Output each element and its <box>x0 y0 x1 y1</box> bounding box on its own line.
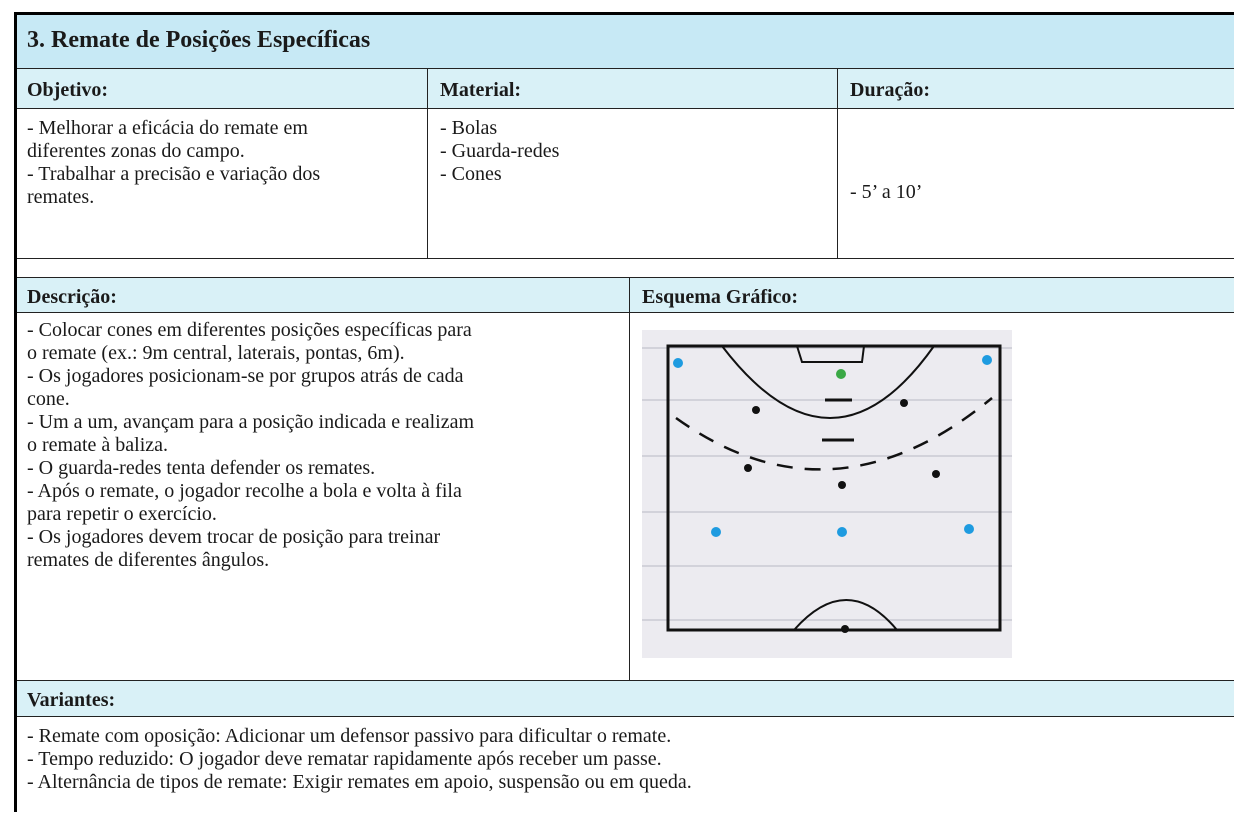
objetivo-line: diferentes zonas do campo. <box>27 140 245 162</box>
variante-line: - Remate com oposição: Adicionar um defe… <box>27 725 672 747</box>
descricao-label: Descrição: <box>27 286 117 308</box>
variants-content: - Remate com oposição: Adicionar um defe… <box>17 725 1234 815</box>
esquema-label: Esquema Gráfico: <box>642 286 799 308</box>
objetivo-label: Objetivo: <box>27 79 109 101</box>
cone-marker <box>982 355 992 365</box>
descricao-line: cone. <box>27 388 70 410</box>
cone-marker <box>964 524 974 534</box>
objetivo-line: - Melhorar a eficácia do remate em <box>27 117 308 139</box>
cone-marker <box>711 527 721 537</box>
nine-meter-line <box>675 397 993 471</box>
duracao-label: Duração: <box>850 79 930 101</box>
descricao-line: o remate à baliza. <box>27 434 169 456</box>
objetivo-line: remates. <box>27 186 95 208</box>
court-outline <box>666 344 1002 632</box>
descricao-line: - Os jogadores posicionam-se por grupos … <box>27 365 464 387</box>
handball-court-diagram <box>642 330 1012 658</box>
center-circle <box>793 599 898 631</box>
exercise-title: 3. Remate de Posições Específicas <box>27 27 371 53</box>
descricao-line: - Um a um, avançam para a posição indica… <box>27 411 475 433</box>
goalkeeper-marker <box>836 369 846 379</box>
descricao-text: - Colocar cones em diferentes posições e… <box>17 313 629 680</box>
objectives-header-row: Objetivo: Material: Duração: <box>17 69 1234 109</box>
descricao-line: para repetir o exercício. <box>27 503 217 525</box>
material-item: - Cones <box>440 163 502 185</box>
variante-line: - Tempo reduzido: O jogador deve rematar… <box>27 748 662 770</box>
six-meter-line <box>721 345 935 419</box>
material-item: - Bolas <box>440 117 498 139</box>
esquema-cell <box>629 313 1234 680</box>
material-list: - Bolas - Guarda-redes - Cones <box>427 109 837 258</box>
cone-marker <box>837 527 847 537</box>
objetivo-text: - Melhorar a eficácia do remate em difer… <box>17 109 427 258</box>
descricao-line: remates de diferentes ângulos. <box>27 549 270 571</box>
descricao-line: - Colocar cones em diferentes posições e… <box>27 319 472 341</box>
title-row: 3. Remate de Posições Específicas <box>17 15 1234 69</box>
descricao-line: - Após o remate, o jogador recolhe a bol… <box>27 480 462 502</box>
variantes-label: Variantes: <box>27 689 116 711</box>
duracao-value: - 5’ a 10’ <box>850 181 923 203</box>
duracao-cell: - 5’ a 10’ <box>837 109 1234 258</box>
objectives-content-row: - Melhorar a eficácia do remate em difer… <box>17 109 1234 259</box>
description-header-row: Descrição: Esquema Gráfico: <box>17 277 1234 313</box>
descricao-line: o remate (ex.: 9m central, laterais, pon… <box>27 342 405 364</box>
variante-line: - Alternância de tipos de remate: Exigir… <box>27 771 692 793</box>
descricao-line: - O guarda-redes tenta defender os remat… <box>27 457 376 479</box>
material-label: Material: <box>440 79 522 101</box>
descricao-line: - Os jogadores devem trocar de posição p… <box>27 526 441 548</box>
goal-box <box>796 345 865 363</box>
variants-header-row: Variantes: <box>17 681 1234 717</box>
exercise-sheet: 3. Remate de Posições Específicas Objeti… <box>14 12 1234 812</box>
cone-marker <box>673 358 683 368</box>
material-item: - Guarda-redes <box>440 140 560 162</box>
description-content-row: - Colocar cones em diferentes posições e… <box>17 313 1234 681</box>
objetivo-line: - Trabalhar a precisão e variação dos <box>27 163 321 185</box>
